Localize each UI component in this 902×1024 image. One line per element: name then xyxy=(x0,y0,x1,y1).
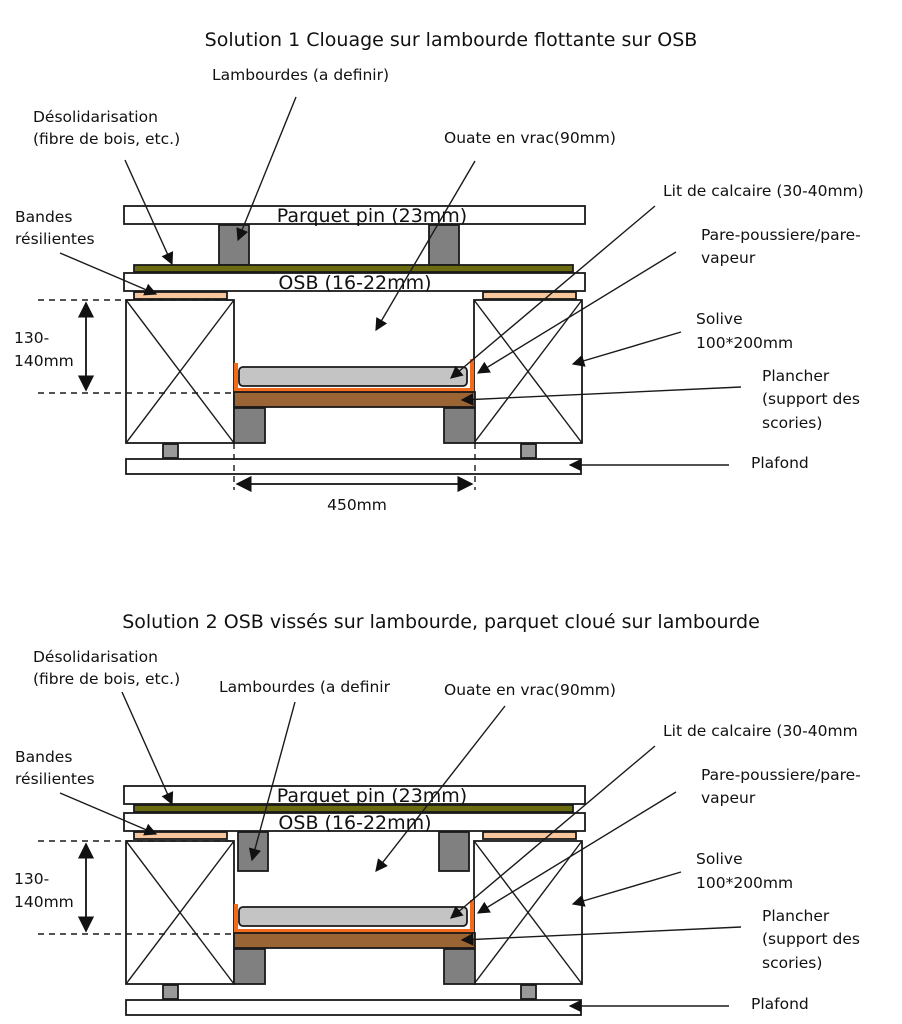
resilient-strip-left xyxy=(133,291,228,300)
leader-desolidarisation xyxy=(124,159,174,266)
callout-solive-line1: Solive xyxy=(696,310,743,328)
parquet-label: Parquet pin (23mm) xyxy=(277,205,467,227)
solution-2-title: Solution 2 OSB vissés sur lambourde, par… xyxy=(122,611,760,633)
ceiling-spacer-left xyxy=(162,984,179,1000)
callout-pare-poussiere-line1: Pare-poussiere/pare- xyxy=(701,766,861,784)
callout-bandes-line1: Bandes xyxy=(15,208,72,226)
osb-label: OSB (16-22mm) xyxy=(278,812,431,834)
callout-desolidarisation-line1: Désolidarisation xyxy=(33,108,158,126)
spacing-dim-label: 450mm xyxy=(327,496,387,514)
parquet-board xyxy=(123,785,586,805)
leader-pare-poussiere xyxy=(476,791,677,914)
callout-lambourdes: Lambourdes (a definir) xyxy=(212,66,389,84)
limestone-bed xyxy=(238,366,468,387)
cleat-left xyxy=(233,407,266,444)
leader-bandes xyxy=(59,792,158,836)
vapor-barrier xyxy=(234,359,474,392)
resilient-strip-right xyxy=(482,291,577,300)
solution-2-diagram: Solution 2 OSB vissés sur lambourde, par… xyxy=(14,611,861,1016)
ceiling-spacer-right xyxy=(520,443,537,459)
callout-pare-poussiere-line2: vapeur xyxy=(701,789,756,807)
callout-bandes-line1: Bandes xyxy=(15,748,72,766)
leader-ouate xyxy=(375,160,476,332)
joist-right xyxy=(473,299,583,444)
callout-lit-calcaire: Lit de calcaire (30-40mm xyxy=(663,722,858,740)
leader-ouate xyxy=(375,705,506,872)
parquet-label: Parquet pin (23mm) xyxy=(277,785,467,807)
resilient-strip-right xyxy=(482,831,577,840)
solution-1-title: Solution 1 Clouage sur lambourde flottan… xyxy=(205,29,698,51)
callout-solive-line1: Solive xyxy=(696,850,743,868)
leader-lambourdes xyxy=(248,701,296,862)
solution-1-diagram: Solution 1 Clouage sur lambourde flottan… xyxy=(14,29,864,514)
lambourde-block-right xyxy=(438,831,470,872)
callout-plancher-line1: Plancher xyxy=(762,907,830,925)
height-dim-line2: 140mm xyxy=(14,893,74,911)
callout-plafond: Plafond xyxy=(751,995,809,1013)
decoupling-layer xyxy=(133,804,574,813)
callout-ouate: Ouate en vrac(90mm) xyxy=(444,129,616,147)
callout-solive-line2: 100*200mm xyxy=(696,874,793,892)
joist-left xyxy=(125,299,235,444)
callout-plancher-line1: Plancher xyxy=(762,367,830,385)
callout-plancher-line2: (support des xyxy=(762,930,860,948)
leader-plancher xyxy=(460,926,742,946)
leader-lit-calcaire xyxy=(450,745,656,919)
lambourde-block-left xyxy=(218,224,250,266)
callout-bandes-line2: résilientes xyxy=(15,230,95,248)
height-dim-line1: 130- xyxy=(14,329,49,347)
leader-bandes xyxy=(59,252,158,296)
decoupling-layer xyxy=(133,264,574,273)
plancher-board xyxy=(233,391,476,408)
callout-solive-line2: 100*200mm xyxy=(696,334,793,352)
leader-desolidarisation xyxy=(121,691,174,806)
plafond-board xyxy=(125,999,582,1016)
callout-bandes-line2: résilientes xyxy=(15,770,95,788)
ceiling-spacer-right xyxy=(520,984,537,1000)
callout-plancher-line3: scories) xyxy=(762,954,822,972)
plafond-board xyxy=(125,458,582,475)
callout-lit-calcaire: Lit de calcaire (30-40mm) xyxy=(663,182,864,200)
resilient-strip-left xyxy=(133,831,228,840)
leader-solive xyxy=(571,871,682,907)
osb-board xyxy=(123,812,586,832)
osb-label: OSB (16-22mm) xyxy=(278,272,431,294)
plancher-board xyxy=(233,932,476,949)
osb-board xyxy=(123,272,586,292)
ceiling-spacer-left xyxy=(162,443,179,459)
height-dim-line1: 130- xyxy=(14,870,49,888)
callout-desolidarisation-line1: Désolidarisation xyxy=(33,648,158,666)
cleat-left xyxy=(233,948,266,985)
callout-lambourdes: Lambourdes (a definir xyxy=(219,678,391,696)
callout-plancher-line3: scories) xyxy=(762,414,822,432)
parquet-board xyxy=(123,205,586,225)
leader-solive xyxy=(571,331,682,367)
lambourde-block-left xyxy=(237,831,269,872)
leader-lit-calcaire xyxy=(450,205,656,379)
limestone-bed xyxy=(238,906,468,927)
leader-pare-poussiere xyxy=(476,251,677,374)
callout-plafond: Plafond xyxy=(751,454,809,472)
callout-plancher-line2: (support des xyxy=(762,390,860,408)
leader-lambourdes xyxy=(236,96,297,242)
callout-pare-poussiere-line2: vapeur xyxy=(701,249,756,267)
cleat-right xyxy=(443,407,476,444)
joist-right xyxy=(473,840,583,985)
joist-left xyxy=(125,840,235,985)
leader-plancher xyxy=(460,386,742,406)
callout-pare-poussiere-line1: Pare-poussiere/pare- xyxy=(701,226,861,244)
cleat-right xyxy=(443,948,476,985)
callout-desolidarisation-line2: (fibre de bois, etc.) xyxy=(33,670,180,688)
callout-ouate: Ouate en vrac(90mm) xyxy=(444,681,616,699)
callout-desolidarisation-line2: (fibre de bois, etc.) xyxy=(33,130,180,148)
height-dim-line2: 140mm xyxy=(14,352,74,370)
vapor-barrier xyxy=(234,900,474,933)
